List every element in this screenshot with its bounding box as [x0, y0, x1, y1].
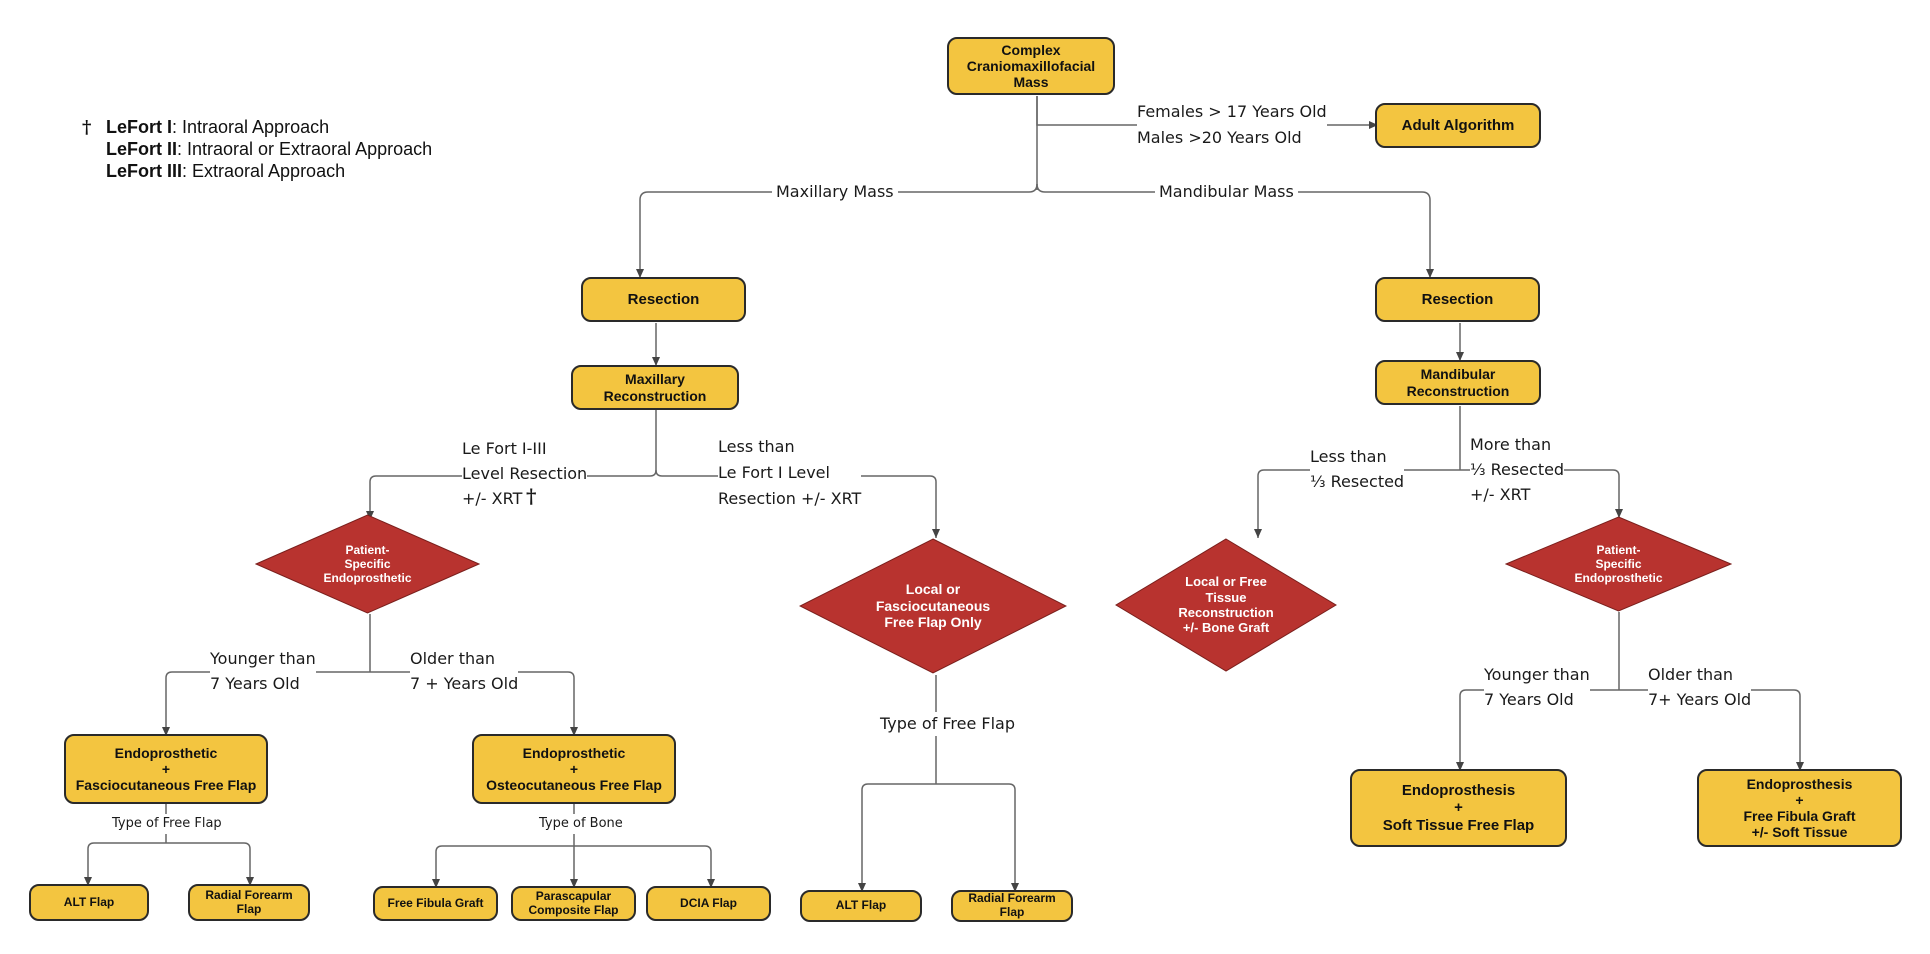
node-mandibular-reconstruction: Mandibular Reconstruction	[1375, 360, 1541, 405]
node-maxillary-reconstruction: Maxillary Reconstruction	[571, 365, 739, 410]
diamond-pse-mandibular: Patient- Specific Endoprosthetic	[1505, 516, 1732, 612]
diamond-pse-maxillary: Patient- Specific Endoprosthetic	[255, 514, 480, 614]
label-lefort-level: Le Fort I-III Level Resection +/- XRT	[462, 436, 588, 511]
label-type-bone: Type of Bone	[537, 814, 625, 834]
local-radial-connector	[936, 783, 1019, 892]
osteo-dcia-connector	[574, 845, 715, 888]
younger-mand-connector	[1456, 689, 1619, 771]
label-type-free-flap-1: Type of Free Flap	[110, 814, 224, 834]
node-alt-flap-2: ALT Flap	[800, 890, 922, 922]
local-alt-connector	[858, 783, 936, 892]
node-endo-osteocutaneous: Endoprosthetic + Osteocutaneous Free Fla…	[472, 734, 676, 804]
label-younger-mand: Younger than 7 Years Old	[1484, 662, 1590, 712]
mandibular-mass-connector	[1036, 183, 1434, 278]
fascio-radial-connector	[166, 842, 254, 886]
node-radial-forearm-1: Radial Forearm Flap	[188, 884, 310, 921]
label-less-than-lefort: Less than Le Fort I Level Resection +/- …	[718, 434, 862, 512]
node-alt-flap-1: ALT Flap	[29, 884, 149, 921]
node-free-fibula-graft: Free Fibula Graft	[373, 886, 498, 921]
osteo-fibula-connector	[432, 845, 574, 888]
label-maxillary-mass: Maxillary Mass	[772, 181, 898, 203]
diamond-pse-mandibular-text: Patient- Specific Endoprosthetic	[1574, 542, 1663, 586]
maxillary-mass-connector	[636, 183, 1038, 278]
diamond-pse-maxillary-text: Patient- Specific Endoprosthetic	[323, 542, 412, 586]
node-resection-mandibular: Resection	[1375, 277, 1540, 322]
node-root-mass: Complex Craniomaxillofacial Mass	[947, 37, 1115, 95]
label-older-mand: Older than 7+ Years Old	[1648, 662, 1752, 712]
fascio-alt-connector	[84, 842, 166, 886]
node-endo-fasciocutaneous: Endoprosthetic + Fasciocutaneous Free Fl…	[64, 734, 268, 804]
label-age-criteria: Females > 17 Years Old Males >20 Years O…	[1137, 99, 1327, 151]
label-mandibular-mass: Mandibular Mass	[1155, 181, 1298, 203]
legend-dagger-icon: †	[82, 117, 92, 138]
younger-max-connector	[162, 671, 370, 736]
label-more-third: More than ⅓ Resected +/- XRT	[1470, 432, 1565, 507]
node-dcia-flap: DCIA Flap	[646, 886, 771, 921]
less-lefort-branch-connector	[655, 469, 940, 538]
label-less-third: Less than ⅓ Resected	[1310, 444, 1405, 494]
node-radial-forearm-2: Radial Forearm Flap	[951, 890, 1073, 922]
node-endo-free-fibula: Endoprosthesis + Free Fibula Graft +/- S…	[1697, 769, 1902, 847]
node-adult-algorithm: Adult Algorithm	[1375, 103, 1541, 148]
legend-item-lefort-2: LeFort II: Intraoral or Extraoral Approa…	[106, 139, 433, 159]
lefort-branch-connector	[366, 469, 657, 520]
diamond-local-fasciocutaneous-text: Local or Fasciocutaneous Free Flap Only	[875, 581, 991, 631]
less-third-connector	[1254, 469, 1460, 538]
more-third-connector	[1460, 469, 1623, 518]
node-endo-soft-tissue: Endoprosthesis + Soft Tissue Free Flap	[1350, 769, 1567, 847]
label-younger-max: Younger than 7 Years Old	[210, 646, 316, 696]
diamond-local-free-tissue: Local or Free Tissue Reconstruction +/- …	[1115, 538, 1337, 672]
label-lefort-dagger: †	[526, 484, 537, 508]
node-resection-maxillary: Resection	[581, 277, 746, 322]
older-max-connector	[370, 671, 578, 736]
legend-item-lefort-1: LeFort I: Intraoral Approach	[106, 117, 330, 137]
label-older-max: Older than 7 + Years Old	[410, 646, 519, 696]
legend-item-lefort-3: LeFort III: Extraoral Approach	[106, 161, 346, 181]
diamond-local-fasciocutaneous: Local or Fasciocutaneous Free Flap Only	[799, 538, 1067, 674]
node-parascapular-flap: Parascapular Composite Flap	[511, 886, 636, 921]
label-type-free-flap-2: Type of Free Flap	[878, 712, 1017, 736]
older-mand-connector	[1619, 689, 1804, 771]
diamond-local-free-tissue-text: Local or Free Tissue Reconstruction +/- …	[1178, 574, 1274, 636]
